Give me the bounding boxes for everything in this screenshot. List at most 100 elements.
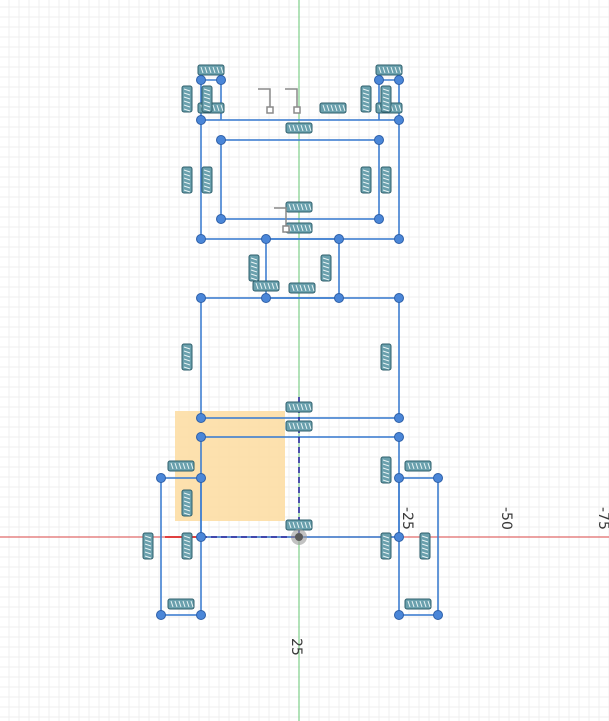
icon-hatch[interactable]: [295, 284, 299, 292]
horizontal-constraint-icon[interactable]: [288, 282, 316, 294]
icon-hatch[interactable]: [382, 88, 390, 92]
coincident-constraint-icon[interactable]: [274, 207, 290, 233]
icon-hatch[interactable]: [300, 422, 304, 430]
icon-hatch[interactable]: [186, 462, 190, 470]
icon-hatch[interactable]: [170, 600, 174, 608]
coincident-constraint-icon[interactable]: [285, 88, 301, 114]
icon-hatch[interactable]: [382, 463, 390, 467]
icon-hatch[interactable]: [183, 543, 191, 547]
icon-hatch[interactable]: [204, 66, 208, 74]
icon-hatch[interactable]: [186, 600, 190, 608]
sketch-point[interactable]: [394, 293, 404, 303]
icon-hatch[interactable]: [322, 273, 330, 277]
icon-hatch[interactable]: [203, 108, 211, 112]
icon-hatch[interactable]: [382, 475, 390, 479]
icon-hatch[interactable]: [311, 284, 315, 292]
sketch-point[interactable]: [196, 234, 206, 244]
icon-hatch[interactable]: [300, 124, 304, 132]
sketch-point[interactable]: [196, 413, 206, 423]
vertical-constraint-icon[interactable]: [419, 532, 431, 560]
icon-hatch[interactable]: [250, 265, 258, 269]
icon-hatch[interactable]: [288, 521, 292, 529]
icon-hatch[interactable]: [267, 282, 271, 290]
icon-hatch[interactable]: [308, 224, 312, 232]
icon-hatch[interactable]: [304, 422, 308, 430]
icon-hatch[interactable]: [382, 555, 390, 559]
icon-hatch[interactable]: [183, 354, 191, 358]
icon-hatch[interactable]: [174, 462, 178, 470]
icon-stroke[interactable]: [285, 88, 298, 109]
icon-hatch[interactable]: [382, 96, 390, 100]
icon-hatch[interactable]: [183, 104, 191, 108]
icon-hatch[interactable]: [203, 185, 211, 189]
icon-hatch[interactable]: [183, 508, 191, 512]
icon-hatch[interactable]: [250, 273, 258, 277]
horizontal-constraint-icon[interactable]: [285, 122, 313, 134]
icon-hatch[interactable]: [144, 547, 152, 551]
icon-hatch[interactable]: [183, 96, 191, 100]
icon-stroke[interactable]: [258, 88, 271, 109]
icon-hatch[interactable]: [200, 66, 204, 74]
icon-hatch[interactable]: [307, 284, 311, 292]
icon-hatch[interactable]: [203, 88, 211, 92]
icon-hatch[interactable]: [182, 462, 186, 470]
icon-hatch[interactable]: [144, 543, 152, 547]
icon-hatch[interactable]: [304, 521, 308, 529]
sketch-point[interactable]: [394, 75, 404, 85]
icon-hatch[interactable]: [421, 551, 429, 555]
icon-hatch[interactable]: [308, 203, 312, 211]
icon-hatch[interactable]: [291, 284, 295, 292]
icon-hatch[interactable]: [304, 124, 308, 132]
icon-stroke[interactable]: [274, 207, 287, 228]
icon-hatch[interactable]: [411, 600, 415, 608]
icon-hatch[interactable]: [292, 403, 296, 411]
icon-hatch[interactable]: [183, 173, 191, 177]
icon-hatch[interactable]: [183, 551, 191, 555]
sketch-point[interactable]: [394, 413, 404, 423]
icon-hatch[interactable]: [394, 66, 398, 74]
icon-hatch[interactable]: [407, 600, 411, 608]
icon-hatch[interactable]: [382, 346, 390, 350]
icon-hatch[interactable]: [308, 124, 312, 132]
icon-hatch[interactable]: [183, 547, 191, 551]
sketch-point[interactable]: [394, 532, 404, 542]
sketch-point[interactable]: [196, 115, 206, 125]
icon-hatch[interactable]: [296, 224, 300, 232]
icon-hatch[interactable]: [362, 189, 370, 193]
horizontal-constraint-icon[interactable]: [285, 201, 313, 213]
icon-hatch[interactable]: [292, 422, 296, 430]
icon-hatch[interactable]: [259, 282, 263, 290]
icon-hatch[interactable]: [407, 462, 411, 470]
icon-hatch[interactable]: [288, 403, 292, 411]
icon-hatch[interactable]: [299, 284, 303, 292]
horizontal-constraint-icon[interactable]: [285, 222, 313, 234]
vertical-constraint-icon[interactable]: [380, 456, 392, 484]
sketch-point[interactable]: [374, 135, 384, 145]
icon-hatch[interactable]: [362, 185, 370, 189]
icon-hatch[interactable]: [296, 403, 300, 411]
icon-hatch[interactable]: [288, 203, 292, 211]
icon-hatch[interactable]: [250, 257, 258, 261]
icon-hatch[interactable]: [304, 403, 308, 411]
icon-hatch[interactable]: [382, 92, 390, 96]
icon-hatch[interactable]: [203, 92, 211, 96]
icon-hatch[interactable]: [411, 462, 415, 470]
icon-hatch[interactable]: [216, 66, 220, 74]
icon-hatch[interactable]: [382, 535, 390, 539]
icon-hatch[interactable]: [394, 104, 398, 112]
icon-hatch[interactable]: [300, 521, 304, 529]
icon-hatch[interactable]: [203, 100, 211, 104]
icon-hatch[interactable]: [421, 539, 429, 543]
icon-stroke[interactable]: [266, 106, 274, 114]
vertical-constraint-icon[interactable]: [181, 532, 193, 560]
icon-hatch[interactable]: [183, 555, 191, 559]
icon-hatch[interactable]: [183, 181, 191, 185]
icon-hatch[interactable]: [382, 479, 390, 483]
sketch-point[interactable]: [433, 473, 443, 483]
sketch-point[interactable]: [216, 135, 226, 145]
icon-hatch[interactable]: [271, 282, 275, 290]
sketch-point[interactable]: [374, 75, 384, 85]
icon-hatch[interactable]: [292, 124, 296, 132]
icon-hatch[interactable]: [342, 104, 346, 112]
